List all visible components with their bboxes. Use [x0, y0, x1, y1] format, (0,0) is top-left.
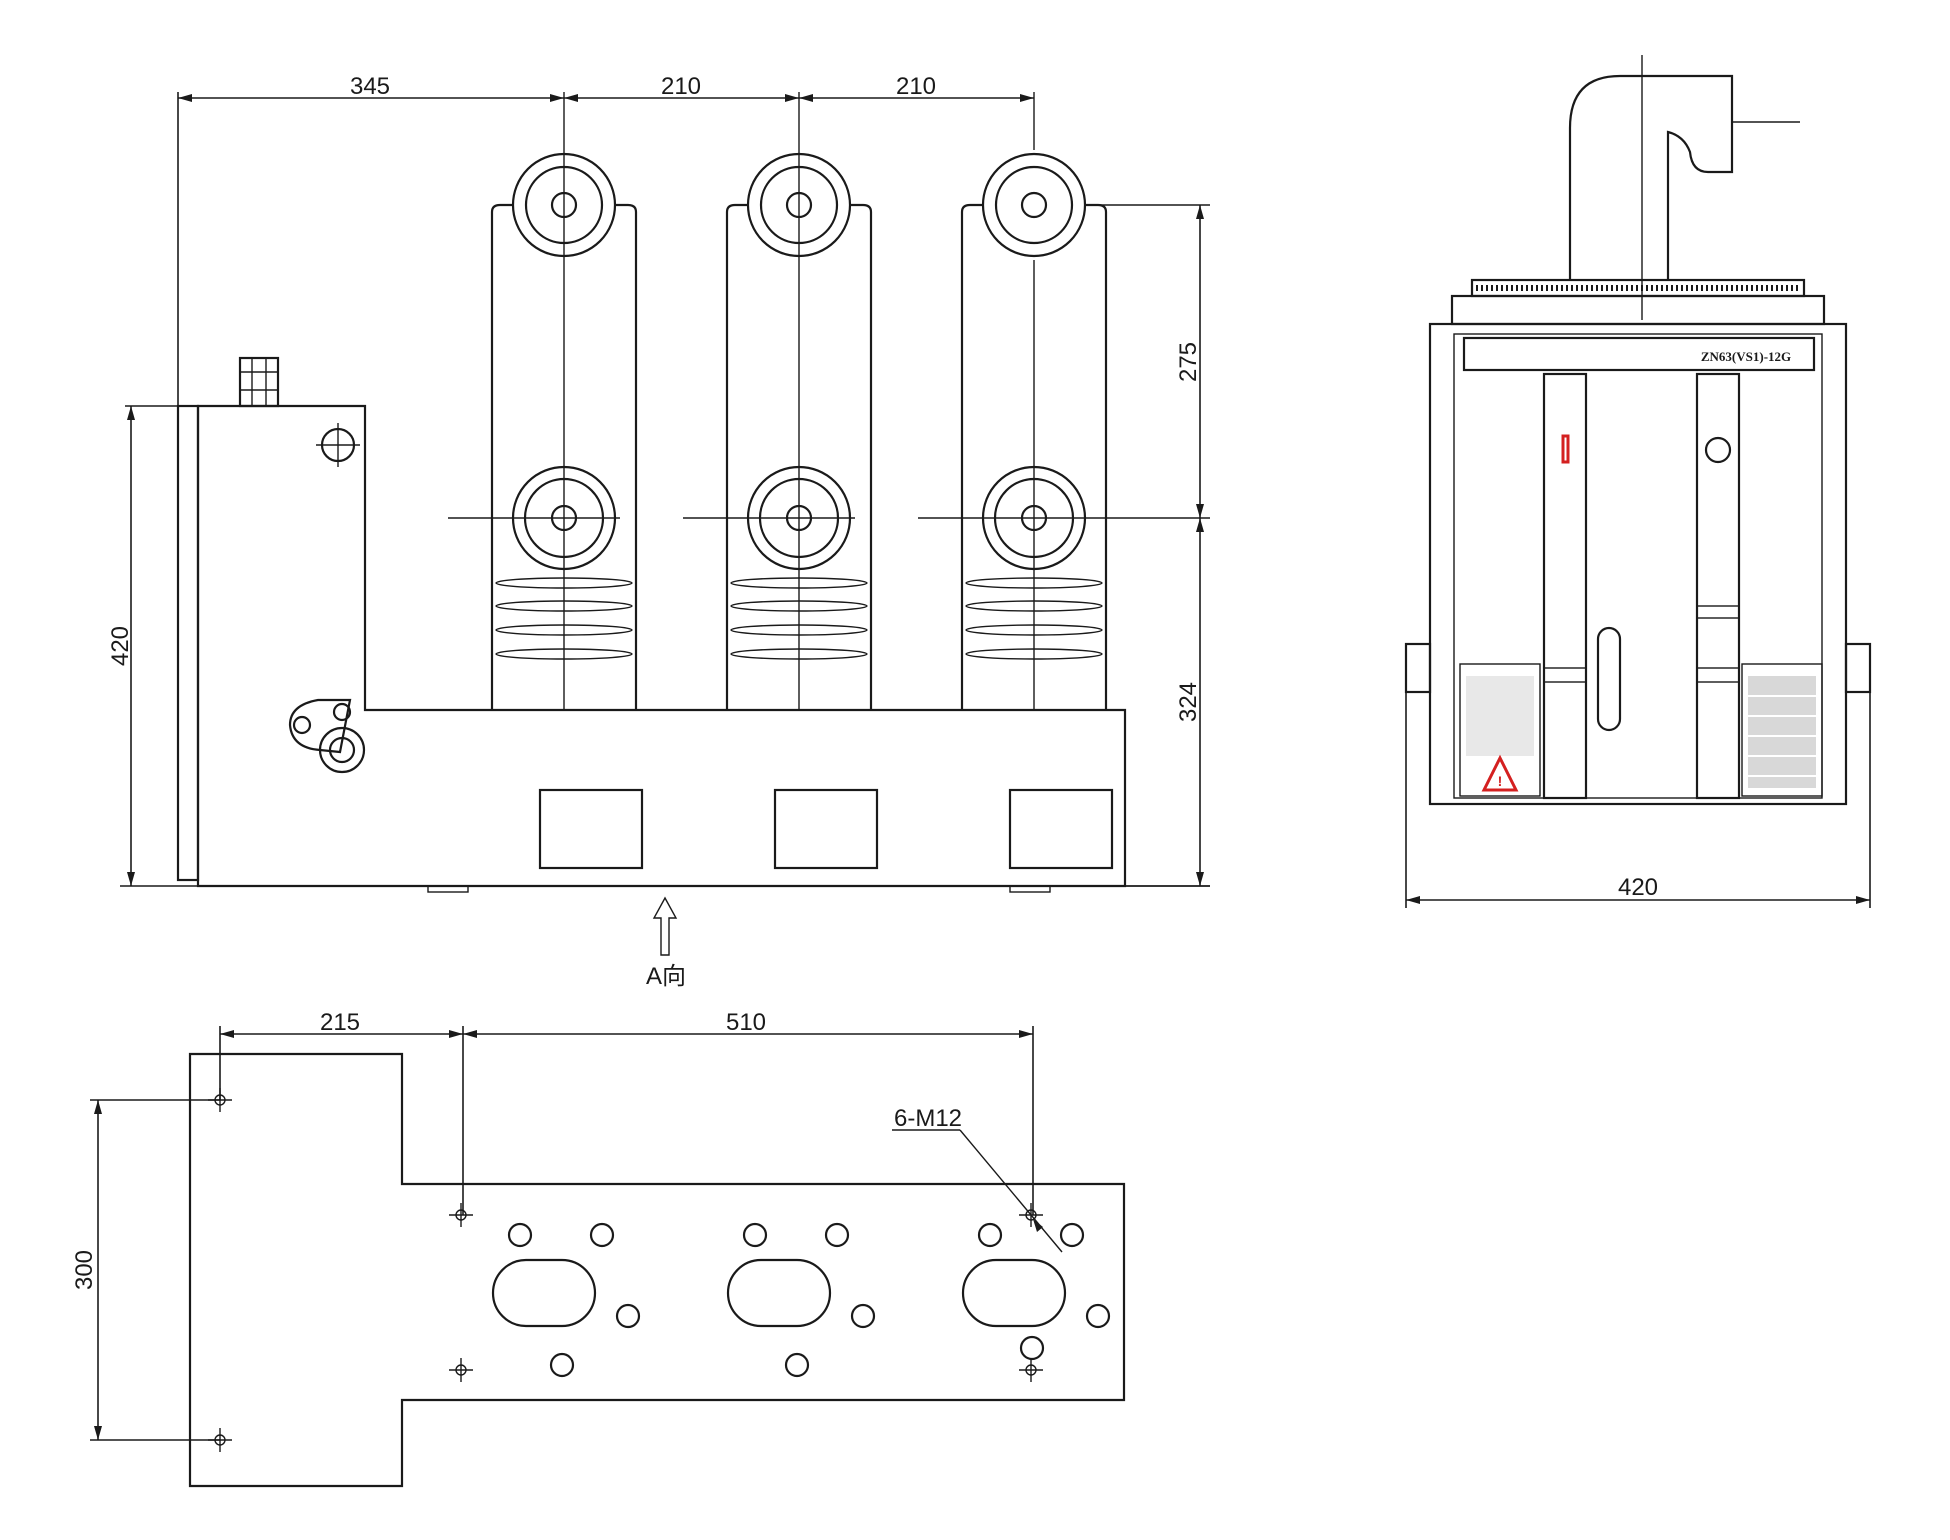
- warning-label: [1459, 663, 1541, 797]
- dim-210-b: 210: [896, 73, 936, 100]
- dim-275: 275: [1175, 342, 1202, 382]
- foot-right: [1009, 885, 1051, 893]
- window-3: [1008, 788, 1114, 870]
- base-dimensions: 215 510 300: [71, 1009, 1034, 1441]
- dim-324: 324: [1175, 682, 1202, 722]
- dim-300: 300: [71, 1250, 98, 1290]
- slot-3: [961, 1258, 1067, 1328]
- nameplate-text: ZN63(VS1)-12G: [1701, 349, 1791, 364]
- side-view: ZN63(VS1)-12G !: [1404, 55, 1872, 806]
- manual-slot: [1596, 626, 1622, 732]
- mechanism-side-plate: [176, 404, 200, 882]
- side-body: [1428, 322, 1848, 806]
- window-2: [773, 788, 879, 870]
- svg-text:!: !: [1498, 773, 1503, 789]
- dim-215: 215: [320, 1009, 360, 1036]
- side-arm: [1568, 74, 1734, 280]
- dim-210-a: 210: [661, 73, 701, 100]
- base-plate-outline: [188, 1052, 1126, 1488]
- base-frame: [196, 404, 1127, 888]
- dim-510: 510: [726, 1009, 766, 1036]
- side-dimensions: 420: [1405, 692, 1871, 908]
- secondary-plug: [238, 356, 280, 408]
- nameplate: [1462, 336, 1816, 372]
- base-plate-view: 6-M12: [188, 1052, 1126, 1488]
- spec-table: [1741, 663, 1823, 797]
- view-arrow-label: A向: [646, 963, 686, 990]
- slot-1: [491, 1258, 597, 1328]
- slot-2: [726, 1258, 832, 1328]
- dim-345: 345: [350, 73, 390, 100]
- warning-icon: [1481, 754, 1519, 792]
- dim-420-width: 420: [1618, 874, 1658, 901]
- foot-left: [427, 885, 469, 893]
- dim-420-height: 420: [107, 626, 134, 666]
- front-view: [120, 92, 1210, 893]
- window-1: [538, 788, 644, 870]
- hole-spec-label: 6-M12: [894, 1105, 962, 1132]
- front-dimensions: 345 210 210 420 275 324 A向: [107, 73, 1210, 990]
- view-arrow-icon: [652, 896, 678, 956]
